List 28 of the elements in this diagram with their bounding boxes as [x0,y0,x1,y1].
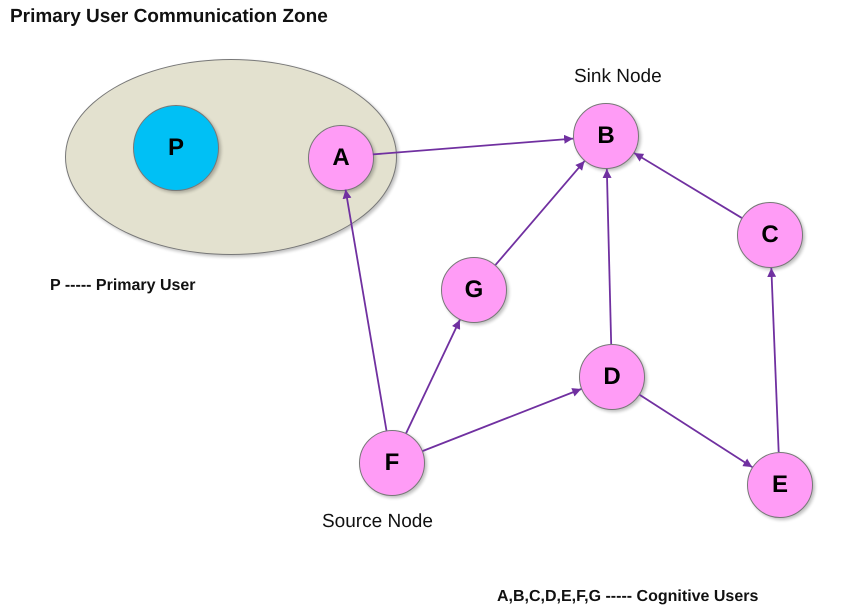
node-label: D [603,363,621,391]
node-label: E [772,471,788,499]
arrow [634,152,742,219]
arrow [342,189,388,431]
arrow [422,388,582,452]
node-label: C [761,221,779,249]
title: Primary User Communication Zone [10,6,328,28]
arrow [767,268,780,452]
node-label: G [464,276,484,304]
legend-note: A,B,C,D,E,F,G ----- Cognitive Users [497,588,758,606]
node-label: B [597,122,615,150]
arrow [372,134,574,156]
user-node-circle [359,430,425,496]
user-node-circle [573,103,639,169]
node-label: P [168,134,184,162]
user-node-circle [737,202,803,268]
legend-note: P ----- Primary User [50,277,196,295]
arrow [494,160,586,266]
node-caption: Sink Node [574,66,662,88]
user-node-circle [441,257,507,323]
arrow [602,168,612,344]
node-caption: Source Node [322,511,433,533]
user-node-circle [747,452,813,518]
user-node-circle [579,344,645,410]
node-label: F [384,449,400,477]
arrow [405,319,461,434]
node-label: A [332,144,350,172]
arrow [639,394,753,468]
